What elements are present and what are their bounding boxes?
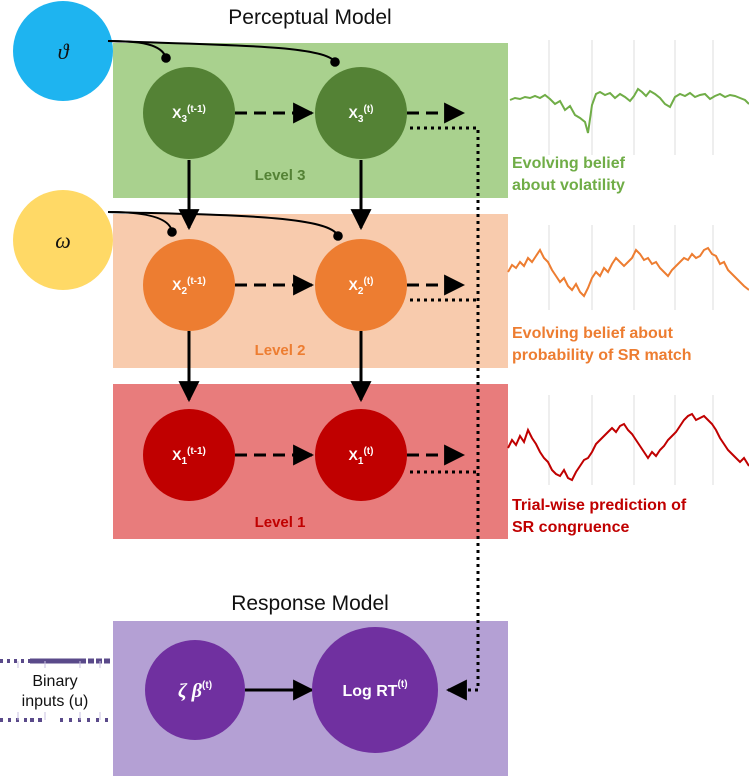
response-model-title: Response Model [231, 592, 389, 615]
level1-label: Level 1 [255, 514, 306, 531]
level3-trajectory [509, 40, 749, 155]
inputs-label-line1: Binary [32, 673, 77, 690]
logrt-label: Log RT(t) [342, 679, 407, 700]
x1-cur-label: X1(t) [349, 446, 374, 467]
inputs-label-line2: inputs (u) [22, 693, 89, 710]
x2-cur-label: X2(t) [349, 276, 374, 297]
logrt-node [312, 627, 438, 753]
theta-label: ϑ [58, 39, 70, 64]
x3-cur-label: X3(t) [349, 104, 374, 125]
perceptual-model-title: Perceptual Model [228, 6, 391, 29]
level1-trajectory [507, 395, 749, 485]
x3-cur-node [315, 67, 407, 159]
level2-description-line1: Evolving belief about [512, 325, 674, 342]
level2-trajectory [507, 225, 749, 310]
omega-label: ω [55, 228, 71, 253]
x1-prev-label: X1(t-1) [172, 446, 206, 467]
x1-cur-node [315, 409, 407, 501]
level3-description-line1: Evolving belief [512, 155, 626, 172]
level3-description-line2: about volatility [512, 177, 625, 194]
theta-parameter-node [13, 1, 113, 101]
omega-parameter-node [13, 190, 113, 290]
x3-prev-node [143, 67, 235, 159]
x1-prev-node [143, 409, 235, 501]
zeta-beta-node [145, 640, 245, 740]
level3-label: Level 3 [255, 167, 306, 184]
x2-cur-node [315, 239, 407, 331]
inputs-label-bg [5, 668, 105, 712]
level2-description-line2: probability of SR match [512, 347, 692, 364]
level1-description-line1: Trial-wise prediction of [512, 497, 687, 514]
level2-label: Level 2 [255, 342, 306, 359]
omega-to-x2-cur-link [107, 211, 343, 241]
zeta-beta-label: ζ β(t) [178, 680, 212, 702]
x2-prev-label: X2(t-1) [172, 276, 206, 297]
x3-to-response-dotted-line [410, 126, 480, 690]
theta-to-x3-cur-link [107, 40, 340, 67]
x3-prev-label: X3(t-1) [172, 104, 206, 125]
level1-description-line2: SR congruence [512, 519, 629, 536]
x2-prev-node [143, 239, 235, 331]
